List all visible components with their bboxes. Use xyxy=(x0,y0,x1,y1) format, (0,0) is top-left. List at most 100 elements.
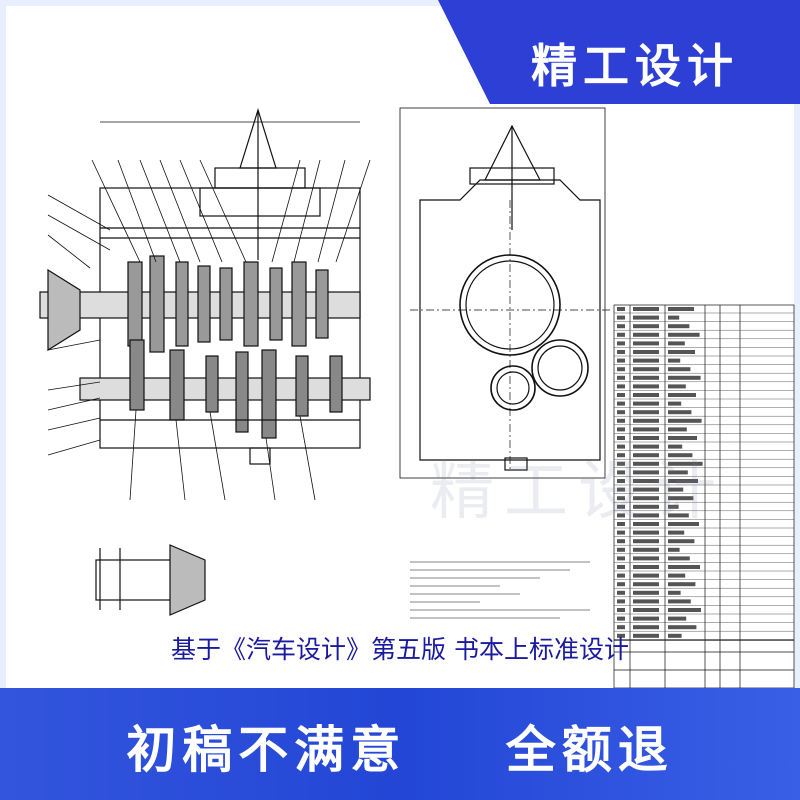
table-cell-number xyxy=(617,461,625,466)
table-cell-number xyxy=(617,410,625,415)
table-cell-number xyxy=(617,470,625,475)
table-cell-text xyxy=(668,324,690,329)
table-cell-text xyxy=(668,556,690,561)
table-cell-text xyxy=(668,539,695,544)
end-view-frame xyxy=(399,107,606,479)
table-cell-number xyxy=(617,565,625,569)
table-cell-code xyxy=(633,375,659,380)
table-cell-code xyxy=(633,625,659,630)
table-cell-code xyxy=(633,410,659,415)
table-cell-text xyxy=(668,358,681,363)
table-cell-text xyxy=(668,530,685,535)
table-cell-code xyxy=(633,479,659,483)
table-cell-code xyxy=(633,487,659,492)
table-cell-code xyxy=(633,513,659,518)
table-cell-number xyxy=(617,350,625,354)
table-cell-text xyxy=(668,341,685,346)
table-cell-text xyxy=(668,410,692,415)
table-cell-code xyxy=(633,556,659,561)
table-cell-text xyxy=(668,461,703,466)
table-cell-number xyxy=(617,496,625,501)
bottom-banner xyxy=(0,688,800,800)
table-cell-text xyxy=(668,547,680,552)
end-view-housing xyxy=(419,179,601,461)
table-cell-number xyxy=(617,453,625,458)
table-cell-number xyxy=(617,444,625,449)
table-cell-text xyxy=(668,496,694,501)
table-cell-text xyxy=(668,444,683,449)
table-cell-code xyxy=(633,522,659,526)
table-cell-number xyxy=(617,539,625,544)
table-cell-text xyxy=(668,522,699,526)
table-cell-number xyxy=(617,504,625,509)
table-cell-text xyxy=(668,608,701,612)
table-cell-code xyxy=(633,350,659,354)
table-cell-text xyxy=(668,625,697,630)
table-cell-number xyxy=(617,324,625,329)
output-shaft xyxy=(79,377,371,401)
table-cell-text xyxy=(668,573,686,578)
table-cell-number xyxy=(617,616,625,621)
table-cell-number xyxy=(617,367,625,372)
table-cell-text xyxy=(668,470,688,475)
table-cell-text xyxy=(668,590,681,595)
promise-right: 全额退 xyxy=(505,721,674,779)
table-cell-number xyxy=(617,582,625,587)
table-cell-code xyxy=(633,453,659,458)
table-cell-number xyxy=(617,384,625,389)
table-cell-number xyxy=(617,479,625,483)
table-cell-code xyxy=(633,573,659,578)
title-badge-shape xyxy=(438,0,800,104)
table-cell-code xyxy=(633,436,659,440)
table-cell-code xyxy=(633,599,659,604)
table-cell-code xyxy=(633,461,659,466)
table-cell-code xyxy=(633,332,659,337)
table-cell-code xyxy=(633,427,659,432)
table-cell-number xyxy=(617,608,625,612)
table-cell-text xyxy=(668,375,701,380)
table-cell-text xyxy=(668,367,691,372)
table-cell-number xyxy=(617,315,625,320)
table-cell-number xyxy=(617,401,625,406)
table-cell-number xyxy=(617,307,625,311)
table-cell-text xyxy=(668,453,693,458)
table-cell-code xyxy=(633,504,659,509)
table-cell-number xyxy=(617,573,625,578)
table-cell-code xyxy=(633,582,659,587)
table-cell-code xyxy=(633,393,659,397)
table-cell-code xyxy=(633,384,659,389)
table-cell-code xyxy=(633,547,659,552)
table-cell-code xyxy=(633,530,659,535)
table-cell-number xyxy=(617,393,625,397)
table-cell-text xyxy=(668,315,680,320)
title-badge-text: 精工设计 xyxy=(531,39,739,93)
table-cell-text xyxy=(668,384,686,389)
table-cell-number xyxy=(617,487,625,492)
table-cell-text xyxy=(668,565,700,569)
table-cell-code xyxy=(633,608,659,612)
table-cell-code xyxy=(633,307,659,311)
table-cell-text xyxy=(668,633,682,638)
table-cell-number xyxy=(617,547,625,552)
caption-text: 基于《汽车设计》第五版 书本上标准设计 xyxy=(171,635,629,664)
watermark-text: 精工设计 xyxy=(430,455,726,529)
table-cell-text xyxy=(668,307,694,311)
technical-notes xyxy=(410,561,590,619)
table-cell-text xyxy=(668,418,702,423)
table-cell-code xyxy=(633,418,659,423)
promise-left: 初稿不满意 xyxy=(126,721,407,779)
table-cell-code xyxy=(633,539,659,544)
table-cell-code xyxy=(633,496,659,501)
table-cell-number xyxy=(617,590,625,595)
table-cell-code xyxy=(633,367,659,372)
table-cell-number xyxy=(617,522,625,526)
table-cell-text xyxy=(668,582,696,587)
table-cell-text xyxy=(668,427,687,432)
table-cell-text xyxy=(668,616,687,621)
table-cell-code xyxy=(633,315,659,320)
table-cell-number xyxy=(617,332,625,337)
table-cell-code xyxy=(633,470,659,475)
table-cell-number xyxy=(617,341,625,346)
